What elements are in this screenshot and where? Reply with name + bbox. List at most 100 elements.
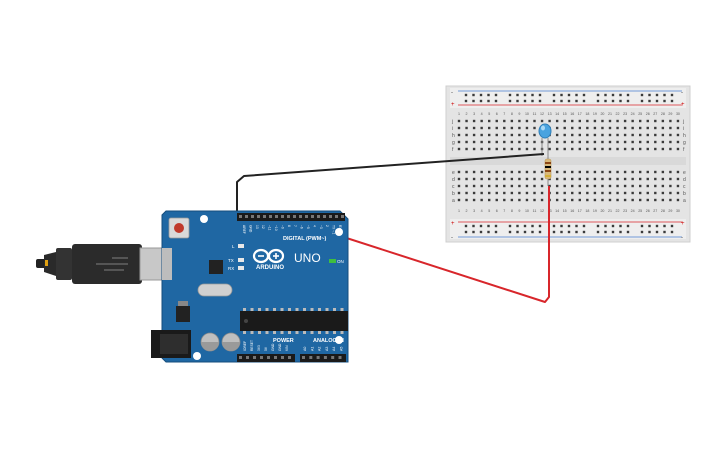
breadboard-hole[interactable] xyxy=(457,177,461,181)
breadboard-hole[interactable] xyxy=(586,140,589,144)
rail-hole[interactable] xyxy=(560,93,563,97)
header-pin[interactable] xyxy=(263,215,266,218)
header-pin[interactable] xyxy=(288,356,291,359)
rail-hole[interactable] xyxy=(523,224,527,228)
breadboard-hole[interactable] xyxy=(510,147,514,151)
rail-hole[interactable] xyxy=(582,230,586,234)
breadboard-hole[interactable] xyxy=(601,140,604,144)
rail-hole[interactable] xyxy=(663,99,666,103)
header-pin[interactable] xyxy=(323,356,327,359)
rail-hole[interactable] xyxy=(648,99,651,103)
header-pin[interactable] xyxy=(316,356,320,359)
breadboard-hole[interactable] xyxy=(488,184,491,188)
breadboard-hole[interactable] xyxy=(623,147,627,151)
breadboard-hole[interactable] xyxy=(488,170,491,174)
breadboard-hole[interactable] xyxy=(555,126,559,130)
rail-hole[interactable] xyxy=(626,93,630,97)
breadboard-hole[interactable] xyxy=(623,198,627,202)
breadboard-hole[interactable] xyxy=(578,119,581,123)
rail-hole[interactable] xyxy=(575,99,578,103)
rail-hole[interactable] xyxy=(538,224,542,228)
breadboard-hole[interactable] xyxy=(495,177,498,181)
breadboard-hole[interactable] xyxy=(661,126,665,130)
breadboard-hole[interactable] xyxy=(480,177,483,181)
rail-hole[interactable] xyxy=(531,224,534,228)
breadboard-hole[interactable] xyxy=(563,133,566,137)
breadboard-hole[interactable] xyxy=(555,198,559,202)
rail-hole[interactable] xyxy=(582,224,586,228)
breadboard-hole[interactable] xyxy=(510,191,514,195)
breadboard-hole[interactable] xyxy=(586,170,589,174)
breadboard-hole[interactable] xyxy=(646,147,649,151)
breadboard-hole[interactable] xyxy=(631,170,634,174)
breadboard-hole[interactable] xyxy=(639,133,642,137)
breadboard-hole[interactable] xyxy=(472,147,476,151)
breadboard-hole[interactable] xyxy=(631,147,634,151)
breadboard-hole[interactable] xyxy=(586,184,589,188)
digital-header-pins[interactable] xyxy=(239,215,344,218)
breadboard-hole[interactable] xyxy=(639,184,642,188)
rail-hole[interactable] xyxy=(582,99,586,103)
breadboard-hole[interactable] xyxy=(586,147,589,151)
breadboard-hole[interactable] xyxy=(608,184,612,188)
breadboard-hole[interactable] xyxy=(525,147,529,151)
rail-hole[interactable] xyxy=(523,99,527,103)
breadboard-hole[interactable] xyxy=(503,170,506,174)
top-rail-holes[interactable] xyxy=(464,93,674,103)
breadboard-hole[interactable] xyxy=(669,119,672,123)
rail-hole[interactable] xyxy=(538,99,542,103)
breadboard-hole[interactable] xyxy=(503,198,506,202)
rail-hole[interactable] xyxy=(655,93,659,97)
breadboard-hole[interactable] xyxy=(495,140,498,144)
breadboard-hole[interactable] xyxy=(593,133,597,137)
breadboard-hole[interactable] xyxy=(533,126,536,130)
breadboard-hole[interactable] xyxy=(480,198,483,202)
breadboard-hole[interactable] xyxy=(639,170,642,174)
breadboard-hole[interactable] xyxy=(555,170,559,174)
breadboard-hole[interactable] xyxy=(578,147,581,151)
rail-hole[interactable] xyxy=(611,224,615,228)
breadboard-hole[interactable] xyxy=(669,147,672,151)
breadboard-hole[interactable] xyxy=(661,133,665,137)
breadboard-hole[interactable] xyxy=(518,147,521,151)
breadboard-hole[interactable] xyxy=(623,119,627,123)
rail-hole[interactable] xyxy=(560,230,563,234)
header-pin[interactable] xyxy=(253,356,256,359)
breadboard-hole[interactable] xyxy=(525,119,529,123)
rail-hole[interactable] xyxy=(611,99,615,103)
rail-hole[interactable] xyxy=(640,99,644,103)
breadboard-hole[interactable] xyxy=(525,133,529,137)
breadboard-hole[interactable] xyxy=(661,140,665,144)
breadboard-hole[interactable] xyxy=(608,119,612,123)
breadboard-hole[interactable] xyxy=(525,191,529,195)
breadboard-hole[interactable] xyxy=(457,191,461,195)
breadboard-hole[interactable] xyxy=(571,119,574,123)
header-pin[interactable] xyxy=(269,215,272,218)
rail-hole[interactable] xyxy=(560,99,563,103)
breadboard-hole[interactable] xyxy=(488,177,491,181)
breadboard-hole[interactable] xyxy=(472,170,476,174)
breadboard-hole[interactable] xyxy=(503,133,506,137)
led[interactable] xyxy=(538,123,552,156)
breadboard-hole[interactable] xyxy=(593,170,597,174)
breadboard-hole[interactable] xyxy=(661,119,665,123)
breadboard-hole[interactable] xyxy=(586,177,589,181)
rail-hole[interactable] xyxy=(523,93,527,97)
header-pin[interactable] xyxy=(335,215,338,218)
breadboard-hole[interactable] xyxy=(571,184,574,188)
breadboard-hole[interactable] xyxy=(623,191,627,195)
breadboard-hole[interactable] xyxy=(616,191,619,195)
breadboard-hole[interactable] xyxy=(616,170,619,174)
breadboard-hole[interactable] xyxy=(472,140,476,144)
breadboard-hole[interactable] xyxy=(608,147,612,151)
breadboard-hole[interactable] xyxy=(654,170,657,174)
breadboard-hole[interactable] xyxy=(676,126,680,130)
breadboard-hole[interactable] xyxy=(601,133,604,137)
rail-hole[interactable] xyxy=(575,224,578,228)
breadboard-hole[interactable] xyxy=(646,170,649,174)
breadboard-hole[interactable] xyxy=(488,147,491,151)
rail-hole[interactable] xyxy=(604,224,607,228)
rail-hole[interactable] xyxy=(596,230,600,234)
breadboard-hole[interactable] xyxy=(593,198,597,202)
breadboard-hole[interactable] xyxy=(661,147,665,151)
